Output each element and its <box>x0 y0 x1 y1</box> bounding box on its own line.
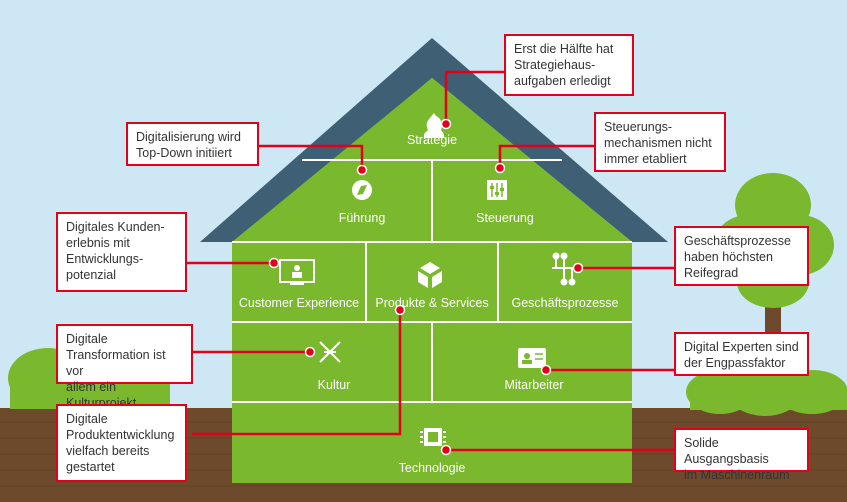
room-label-produkte-services: Produkte & Services <box>375 296 488 310</box>
callout-geschaeftsprozesse: Geschäftsprozesse haben höchsten Reifegr… <box>674 226 809 286</box>
callout-steuerung: Steuerungs- mechanismen nicht immer etab… <box>594 112 726 172</box>
sliders-icon <box>487 180 507 200</box>
dna-icon <box>319 341 341 363</box>
room-label-technologie: Technologie <box>399 461 466 475</box>
compass-icon <box>352 180 372 200</box>
connector-lines <box>186 70 676 452</box>
room-label-strategie: Strategie <box>407 133 457 147</box>
roof <box>200 38 668 242</box>
room-label-customer-experience: Customer Experience <box>239 296 359 310</box>
id-card-icon <box>518 348 546 368</box>
monitor-icon <box>279 259 315 285</box>
process-network-icon <box>552 252 576 286</box>
chess-knight-icon <box>424 113 444 138</box>
callout-technologie: Solide Ausgangsbasis im Maschinenraum <box>674 428 809 482</box>
callout-fuehrung: Digitalisierung wird Top-Down initiiert <box>126 122 259 166</box>
callout-mitarbeiter: Digital Experten sind der Engpassfaktor <box>674 332 809 376</box>
room-label-steuerung: Steuerung <box>476 211 534 225</box>
connector-dots <box>268 118 584 456</box>
puzzle-cube-icon <box>418 262 442 288</box>
room-label-geschaeftsprozesse: Geschäftsprozesse <box>512 296 619 310</box>
room-dividers <box>232 159 632 403</box>
callout-strategie: Erst die Hälfte hat Strategiehaus- aufga… <box>504 34 634 96</box>
callout-produkte-services: Digitale Produktentwicklung vielfach ber… <box>56 404 187 482</box>
room-label-fuehrung: Führung <box>339 211 386 225</box>
chip-icon <box>420 428 446 446</box>
room-label-mitarbeiter: Mitarbeiter <box>504 378 563 392</box>
room-label-kultur: Kultur <box>318 378 351 392</box>
callout-kultur: Digitale Transformation ist vor allem ei… <box>56 324 193 410</box>
bush-right <box>686 364 847 416</box>
callout-customer-experience: Digitales Kunden- erlebnis mit Entwicklu… <box>56 212 187 292</box>
